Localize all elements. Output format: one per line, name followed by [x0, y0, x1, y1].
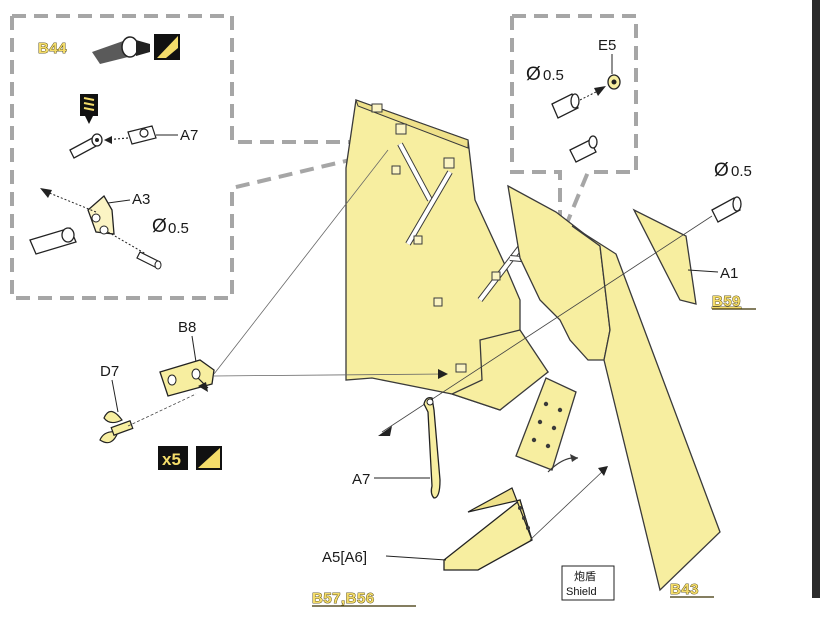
- arrow-to-shield: [378, 426, 392, 436]
- pin-cylinder-b: [569, 135, 598, 163]
- qty-badge-text: x5: [162, 450, 181, 469]
- shield-label-box: 炮盾 Shield: [561, 565, 615, 601]
- part-b8-label: B8: [178, 319, 196, 336]
- code-b43-label: B43: [670, 581, 699, 598]
- part-a5-label: A5[A6]: [322, 549, 367, 566]
- shield-cn-label: 炮盾: [574, 570, 596, 583]
- callout-border: [12, 14, 392, 144]
- callout-top-right: E5 Ø 0.5: [510, 14, 638, 241]
- rod-top-right: [711, 196, 742, 223]
- shield-front-plate: [571, 225, 721, 592]
- a7-hinge-small: [127, 125, 157, 145]
- guide-line-rod: [381, 215, 713, 433]
- part-e5-label: E5: [598, 37, 616, 54]
- e5-washer: [607, 74, 621, 90]
- small-rod: [136, 251, 162, 270]
- dia-value-tl: 0.5: [168, 220, 189, 237]
- callout-top-left: B44 A7: [10, 14, 393, 300]
- pin-part: [69, 133, 103, 159]
- file-tool-icon: [154, 34, 180, 60]
- guide-b8-to-shield: [213, 149, 389, 375]
- a3-bracket: [29, 194, 115, 255]
- file-tool-icon-2: [196, 446, 222, 470]
- part-a1-label: A1: [720, 265, 738, 282]
- pin-cylinder-a: [551, 93, 580, 119]
- dia-symbol-tl: Ø: [152, 216, 167, 237]
- part-b44-label: B44: [38, 40, 67, 57]
- a7-lever: [423, 396, 441, 499]
- qty-badge: x5: [158, 446, 188, 470]
- part-a7-main-label: A7: [352, 471, 370, 488]
- code-b59-label: B59: [712, 293, 741, 310]
- arrow-to-e5: [594, 86, 606, 96]
- d7-wingnut: [99, 410, 134, 444]
- a1-plate: [632, 208, 697, 305]
- shield-en-label: Shield: [566, 586, 597, 598]
- hinge-row: [371, 103, 501, 373]
- lower-bracket: [450, 329, 549, 411]
- hole-plate: [515, 377, 577, 471]
- dia-symbol-tr: Ø: [526, 64, 541, 85]
- dia-value-tr: 0.5: [543, 67, 564, 84]
- part-a7-label: A7: [180, 127, 198, 144]
- dia-value-main: 0.5: [731, 163, 752, 180]
- a5-bracket: [443, 487, 533, 571]
- arrow-a3: [40, 188, 52, 198]
- part-d7-label: D7: [100, 363, 119, 380]
- dia-symbol-main: Ø: [714, 160, 729, 181]
- rod-icon: [92, 36, 150, 64]
- code-b57-b56-label: B57,B56: [312, 590, 375, 607]
- page-edge-bar: [812, 0, 820, 598]
- drill-icon: [80, 94, 98, 124]
- part-a3-label: A3: [132, 191, 150, 208]
